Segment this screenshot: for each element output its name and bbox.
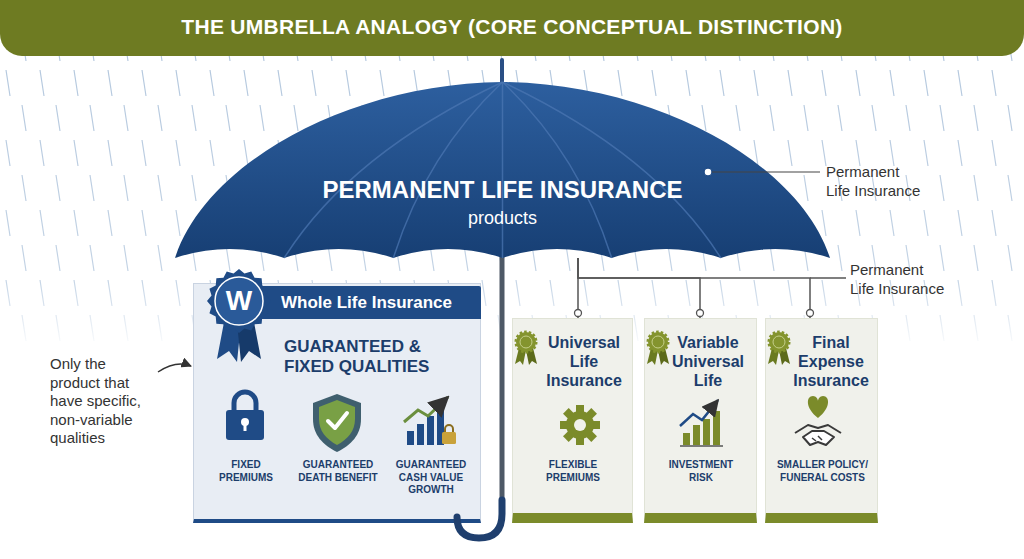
trend-arrow bbox=[680, 400, 718, 426]
handshake-icon bbox=[795, 425, 841, 433]
gear-tooth bbox=[576, 405, 584, 414]
canopy-rib bbox=[284, 82, 502, 258]
heart-icon bbox=[808, 396, 828, 418]
canopy-rib bbox=[503, 82, 721, 258]
award-rosette bbox=[647, 332, 669, 365]
page-title: THE UMBRELLA ANALOGY (CORE CONCEPTUAL DI… bbox=[0, 0, 1024, 54]
leader-line bbox=[712, 171, 820, 172]
canopy-shape bbox=[175, 70, 830, 258]
chart-axis bbox=[680, 445, 723, 447]
gear-tooth bbox=[576, 436, 584, 445]
chart-bar bbox=[693, 425, 700, 445]
chart-bar bbox=[427, 416, 434, 445]
shield-icon bbox=[313, 394, 361, 452]
lock-keyhole bbox=[241, 418, 249, 426]
product-card: Variable Universal LifeINVESTMENT RISK bbox=[644, 318, 757, 523]
feature-label: INVESTMENT RISK bbox=[661, 459, 741, 484]
gear-tooth bbox=[563, 430, 575, 442]
gear-icon bbox=[566, 411, 594, 439]
canopy-subtitle: products bbox=[175, 207, 830, 229]
small-lock bbox=[445, 425, 453, 433]
canopy-rib bbox=[503, 82, 612, 258]
chart-bar bbox=[407, 431, 414, 445]
note-label: Only the product that have specific, non… bbox=[50, 355, 154, 448]
small-lock bbox=[442, 432, 456, 444]
feature-label: GUARANTEED DEATH BENEFIT bbox=[298, 459, 378, 484]
canopy-title: PERMANENT LIFE INSURANCE bbox=[175, 176, 830, 204]
chart-bar bbox=[713, 411, 720, 445]
handshake-fingers bbox=[812, 436, 822, 441]
gear-tooth bbox=[560, 421, 569, 429]
canopy-fabric bbox=[175, 82, 830, 258]
badge-letter: W bbox=[207, 284, 271, 318]
rain bbox=[0, 50, 1024, 350]
badge-rosette bbox=[207, 269, 271, 333]
connector-line bbox=[577, 258, 579, 318]
callout-dot bbox=[704, 168, 712, 176]
connector-line bbox=[578, 258, 700, 318]
product-card: Final Expense InsuranceSMALLER POLICY/ F… bbox=[765, 318, 878, 523]
chart-bar bbox=[417, 424, 424, 445]
handshake-icon bbox=[803, 431, 834, 445]
gear-tooth bbox=[585, 408, 597, 420]
card-heading: Universal Life Insurance bbox=[539, 333, 629, 390]
box-subheading: GUARANTEED & FIXED QUALITIES bbox=[284, 337, 456, 377]
check-mark bbox=[328, 413, 347, 428]
chart-bar bbox=[437, 408, 444, 445]
canopy-rib bbox=[502, 82, 504, 258]
box-heading: Whole Life Insurance bbox=[234, 286, 481, 319]
chart-bar bbox=[683, 433, 690, 445]
lock-icon bbox=[226, 410, 264, 440]
gear-tooth bbox=[591, 421, 600, 429]
card-heading: Variable Universal Life bbox=[663, 333, 753, 390]
feature-label: SMALLER POLICY/ FUNERAL COSTS bbox=[767, 459, 878, 484]
feature-label: FLEXIBLE PREMIUMS bbox=[523, 459, 623, 484]
umbrella-canopy: PERMANENT LIFE INSURANCE products bbox=[175, 70, 830, 258]
product-box: Whole Life InsuranceGUARANTEED & FIXED Q… bbox=[193, 283, 481, 523]
gear-tooth bbox=[585, 430, 597, 442]
callout-label: Permanent Life Insurance bbox=[826, 163, 924, 200]
gear-hole bbox=[574, 419, 586, 431]
canopy-rib bbox=[393, 82, 502, 258]
callout-label: Permanent Life Insurance bbox=[850, 261, 948, 298]
lock-keyhole bbox=[244, 422, 247, 431]
connector-line bbox=[578, 258, 810, 318]
pointer-arrow bbox=[158, 364, 191, 372]
growth-arrow bbox=[404, 397, 448, 422]
product-card: Universal Life InsuranceFLEXIBLE PREMIUM… bbox=[512, 318, 633, 523]
gear-tooth bbox=[563, 408, 575, 420]
chart-bar bbox=[703, 419, 710, 445]
shield-icon bbox=[319, 400, 355, 445]
award-rosette bbox=[768, 332, 790, 365]
leader-line bbox=[810, 277, 846, 279]
feature-label: FIXED PREMIUMS bbox=[206, 459, 286, 484]
feature-label: GUARANTEED CASH VALUE GROWTH bbox=[389, 459, 473, 497]
award-rosette bbox=[515, 332, 537, 365]
badge-icon: W bbox=[207, 269, 271, 363]
lock-icon bbox=[234, 392, 256, 412]
umbrella-handle bbox=[457, 500, 502, 538]
card-heading: Final Expense Insurance bbox=[786, 333, 876, 390]
